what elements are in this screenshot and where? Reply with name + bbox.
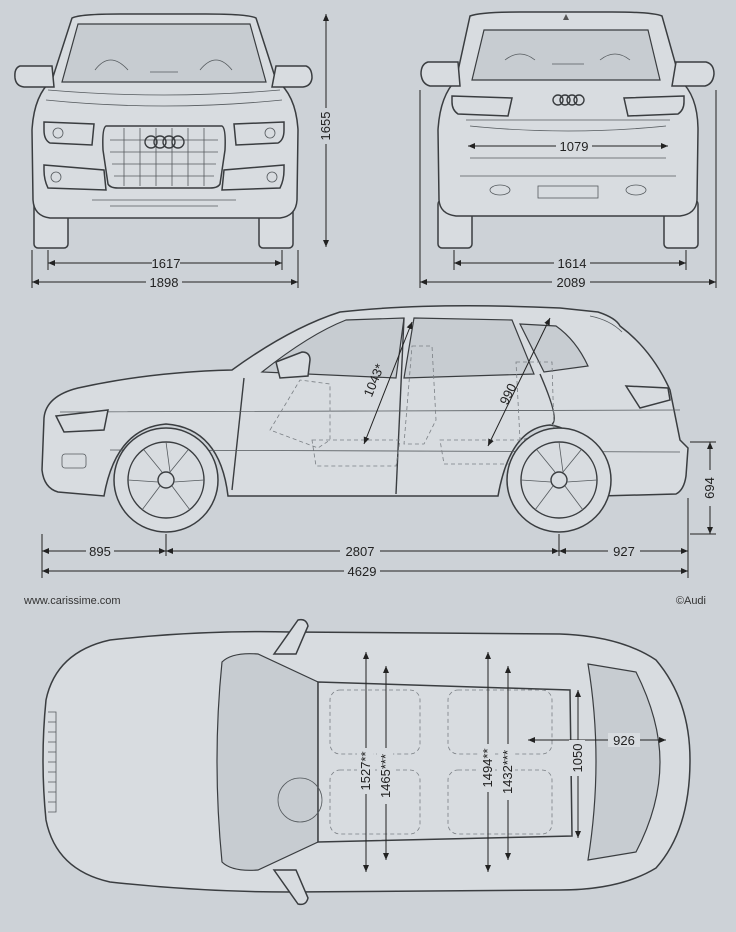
- rear-shoulder-width-label: 1494**: [480, 748, 495, 787]
- audi-rings-logo-rear: [552, 94, 585, 106]
- front-shoulder-width-label: 1527**: [358, 751, 373, 790]
- audi-rings-logo-front: [144, 135, 185, 149]
- rear-track-label: 1614: [558, 256, 587, 271]
- width-with-mirrors-label: 2089: [557, 275, 586, 290]
- front-wheel: [113, 427, 219, 533]
- rear-view: [419, 11, 717, 289]
- rear-inner-width-label: 1079: [560, 139, 589, 154]
- copyright-credit: ©Audi: [676, 595, 706, 607]
- rear-elbow-width-label: 1432***: [500, 750, 515, 794]
- length-label: 4629: [348, 564, 377, 579]
- front-view: [14, 13, 334, 289]
- ground-height-label: 694: [702, 477, 717, 499]
- height-label: 1655: [318, 112, 333, 141]
- boot-length-label: 926: [613, 733, 635, 748]
- top-view: [42, 618, 691, 906]
- side-view: [41, 305, 718, 578]
- website-credit: www.carissime.com: [23, 595, 121, 607]
- wheelbase-label: 2807: [346, 544, 375, 559]
- front-track-label: 1617: [152, 256, 181, 271]
- boot-width-label: 1050: [570, 744, 585, 773]
- rear-wheel: [506, 427, 612, 533]
- front-overhang-label: 895: [89, 544, 111, 559]
- front-elbow-width-label: 1465***: [378, 754, 393, 798]
- front-width-label: 1898: [150, 275, 179, 290]
- rear-overhang-label: 927: [613, 544, 635, 559]
